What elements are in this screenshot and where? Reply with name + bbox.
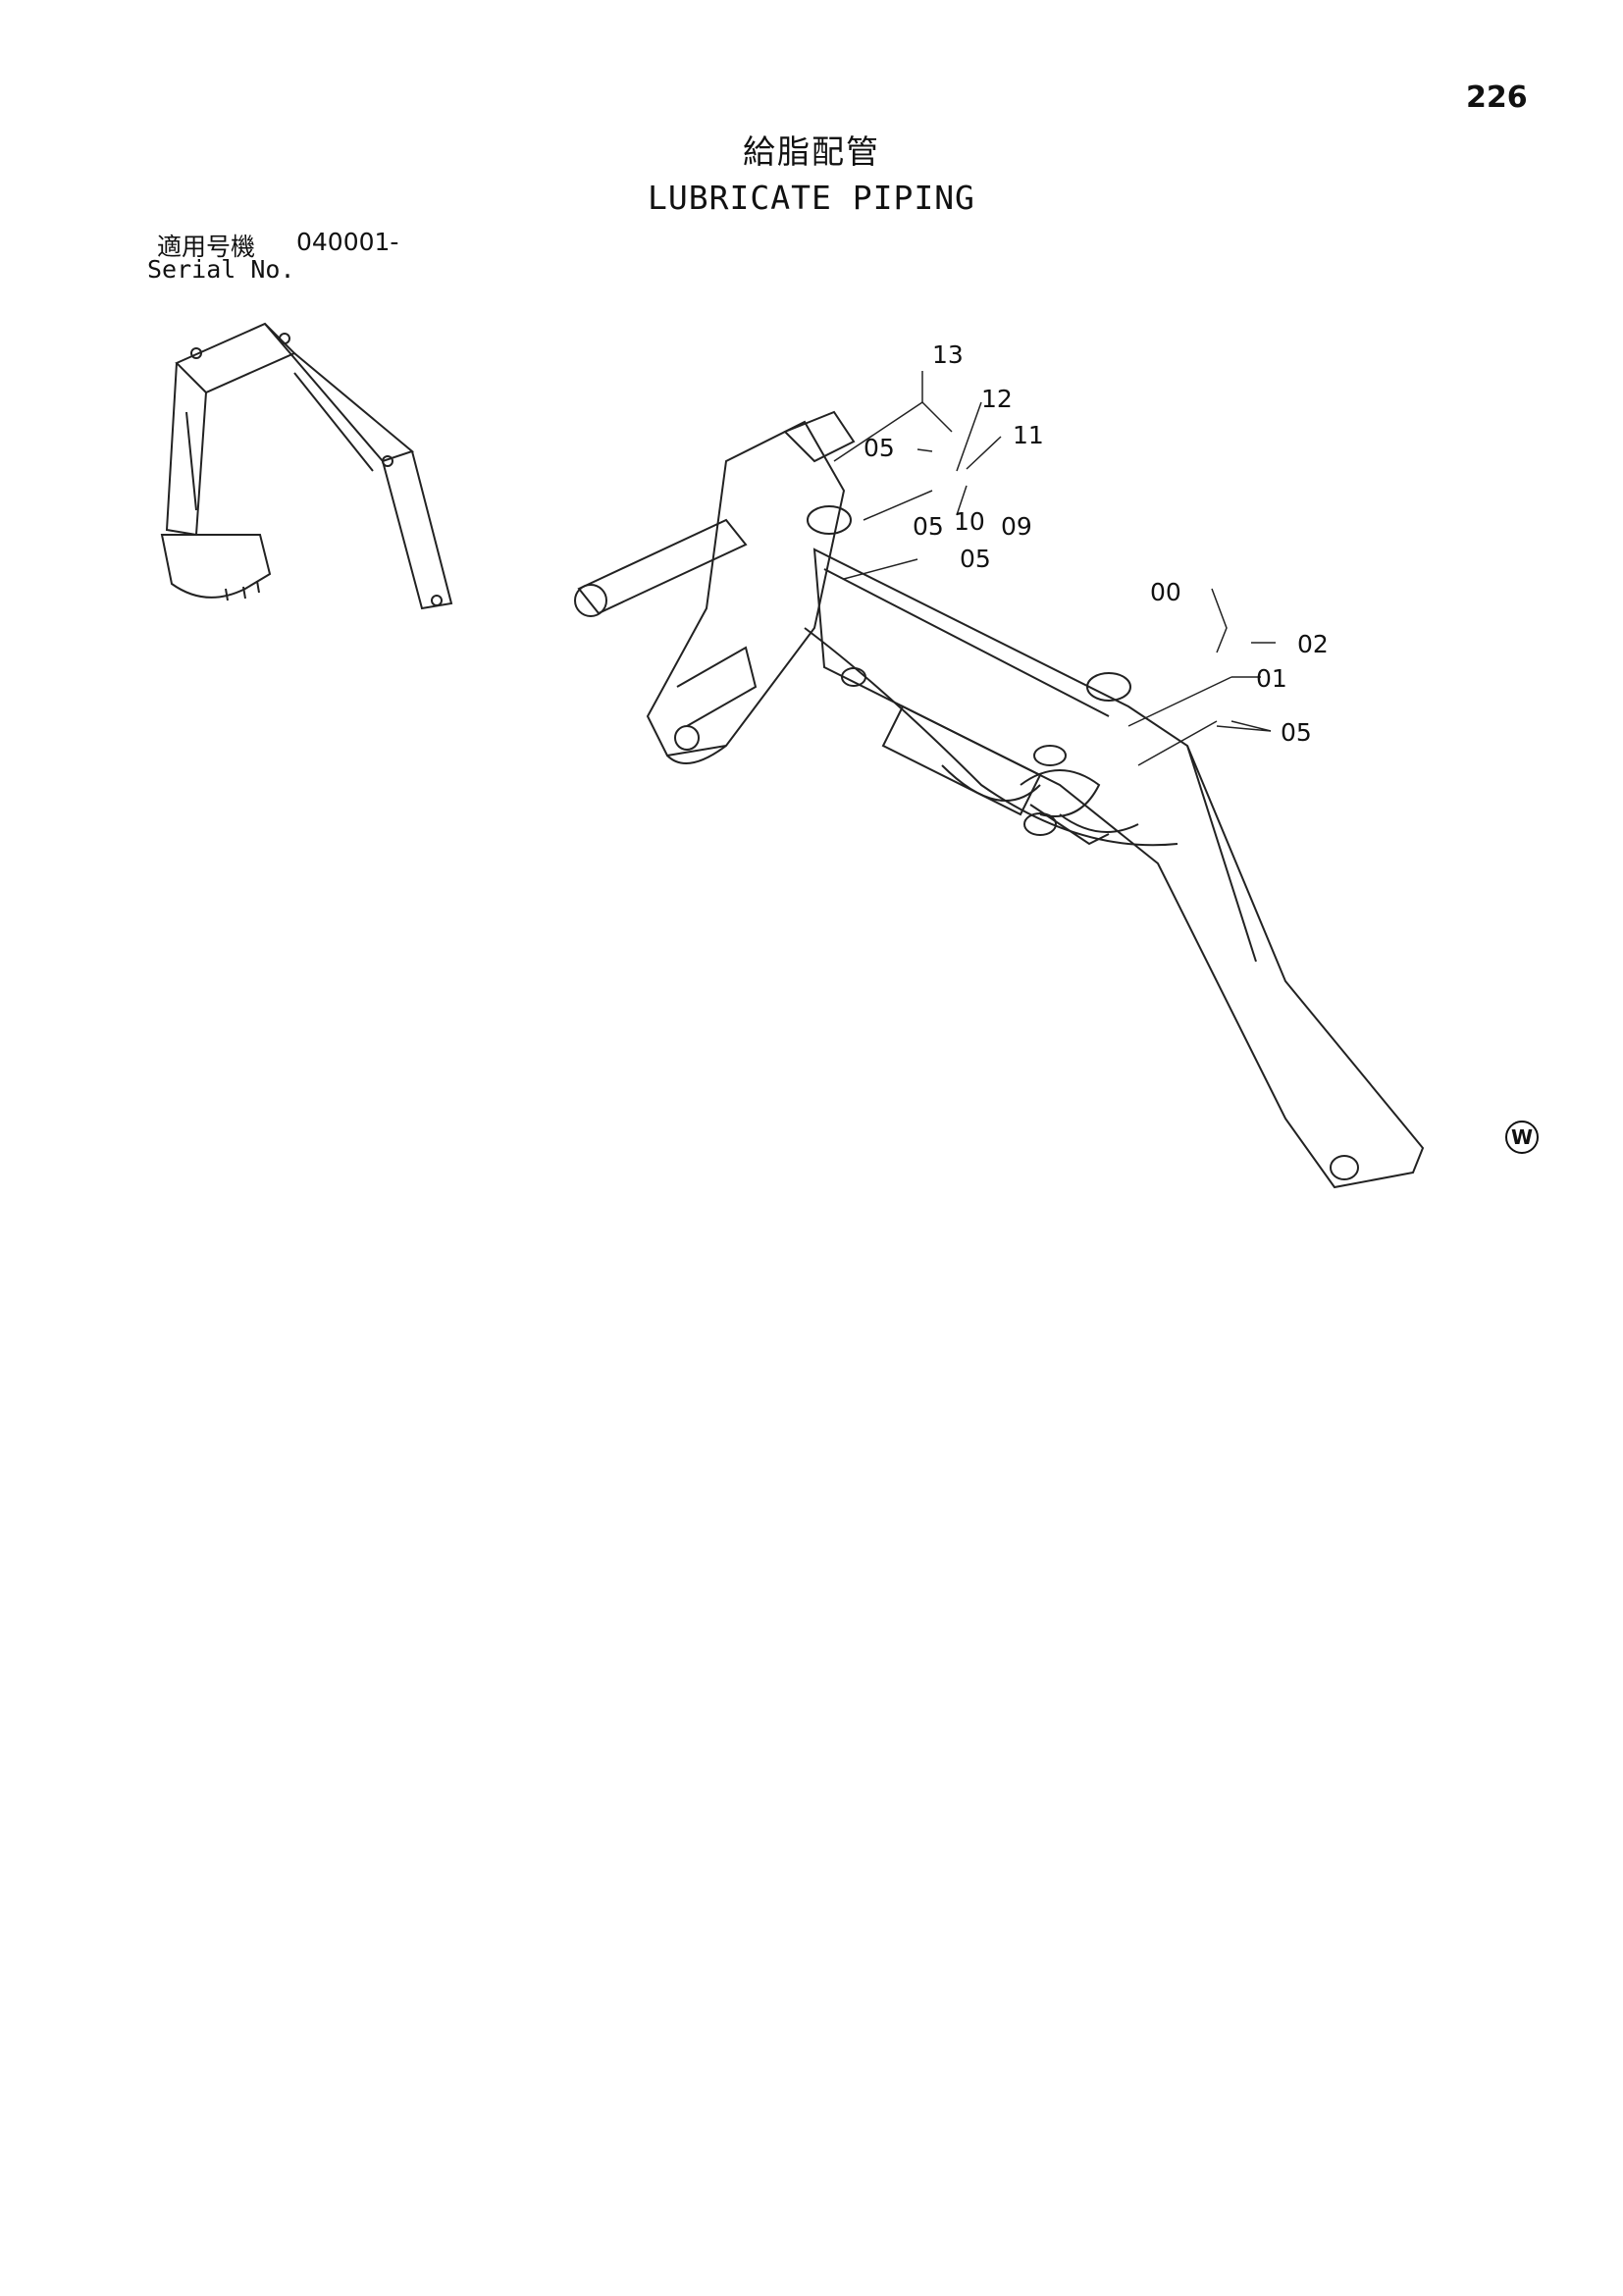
callout-02: 02 [1297,630,1329,658]
callout-05-upper: 05 [864,434,895,462]
page-title-english: LUBRICATE PIPING [648,179,975,217]
callout-11: 11 [1013,421,1044,449]
page-number: 226 [1466,80,1528,115]
page-title-japanese: 給脂配管 [743,132,880,171]
callout-05-middle: 05 [960,545,991,573]
callout-13: 13 [932,340,964,369]
callout-05-lower: 05 [1281,718,1312,747]
callout-01: 01 [1256,664,1287,693]
callout-09: 09 [1001,512,1032,541]
serial-label-japanese: 適用号機 [157,233,256,261]
callout-12: 12 [981,385,1013,413]
callout-00: 00 [1150,578,1181,606]
callout-10: 10 [954,507,985,536]
boom-assembly-drawing [574,410,1425,1189]
watermark-w-icon: W [1505,1121,1539,1154]
serial-label-english: Serial No. [147,255,295,284]
callout-05-pair: 05 [913,512,944,541]
thumbnail-excavator-arm-icon [160,322,453,610]
serial-number-value: 040001- [296,228,399,256]
callout-leader-lines [833,371,1276,766]
